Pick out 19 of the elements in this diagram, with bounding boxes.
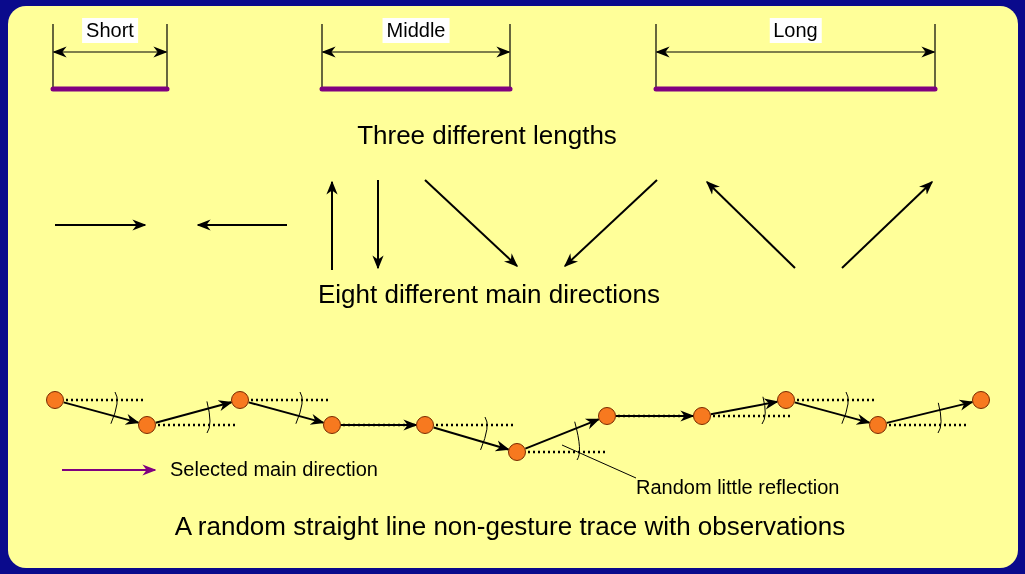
- arrow: [247, 401, 325, 425]
- arrow: [432, 426, 510, 452]
- length-label: Long: [769, 18, 822, 43]
- legend-text: Selected main direction: [170, 458, 378, 481]
- arrow: [340, 419, 418, 431]
- arrow: [885, 399, 974, 424]
- arrow: [154, 400, 233, 424]
- caption: A random straight line non-gesture trace with observations: [174, 511, 846, 542]
- heading: Eight different main directions: [318, 279, 660, 310]
- annotation-text: Random little reflection: [636, 476, 840, 499]
- heading: Three different lengths: [357, 120, 617, 151]
- arrow: [524, 418, 600, 450]
- length-label: Middle: [382, 18, 450, 43]
- arrow: [793, 401, 871, 425]
- leader-line: [561, 444, 637, 479]
- arrow: [62, 401, 140, 425]
- arrow: [709, 398, 779, 416]
- length-label: Short: [82, 18, 138, 43]
- arrow: [615, 410, 695, 422]
